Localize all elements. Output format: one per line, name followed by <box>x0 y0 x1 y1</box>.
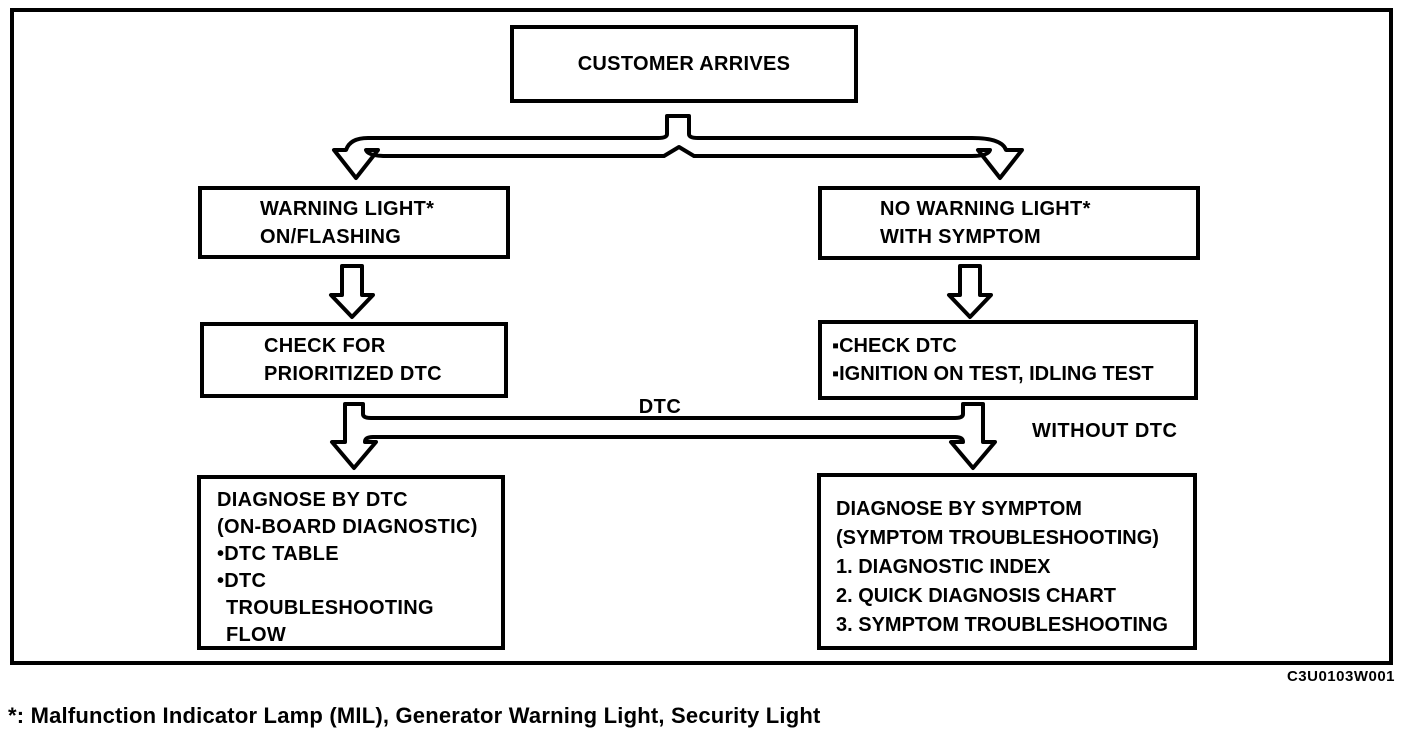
dtc-branch-label: DTC <box>638 396 682 418</box>
check-prioritized-line: CHECK FOR <box>264 335 386 357</box>
no-warning-light-line: NO WARNING LIGHT* <box>880 198 1091 220</box>
check-dtc-line: ▪IGNITION ON TEST, IDLING TEST <box>832 363 1154 385</box>
check-dtc-box: ▪CHECK DTC ▪IGNITION ON TEST, IDLING TES… <box>818 320 1198 400</box>
diagnose-symptom-line: 2. QUICK DIAGNOSIS CHART <box>836 585 1117 607</box>
diagnose-dtc-line: DIAGNOSE BY DTC <box>217 489 408 511</box>
warning-light-line: ON/FLASHING <box>260 225 402 248</box>
no-warning-light-box: NO WARNING LIGHT* WITH SYMPTOM <box>818 186 1200 260</box>
diagnose-dtc-line: •DTC TABLE <box>217 543 339 565</box>
figure-code: C3U0103W001 <box>1286 668 1395 685</box>
down-arrow-right <box>947 264 993 319</box>
flowchart-border <box>10 8 1393 665</box>
diagnose-symptom-line: 1. DIAGNOSTIC INDEX <box>836 556 1051 578</box>
diagnose-symptom-line: DIAGNOSE BY SYMPTOM <box>836 498 1082 520</box>
diagnose-dtc-line: FLOW <box>226 624 287 646</box>
check-prioritized-dtc-box: CHECK FOR PRIORITIZED DTC <box>200 322 508 398</box>
diagnose-symptom-line: (SYMPTOM TROUBLESHOOTING) <box>836 527 1159 549</box>
check-prioritized-line: PRIORITIZED DTC <box>264 363 442 385</box>
without-dtc-branch-label: WITHOUT DTC <box>1032 420 1178 442</box>
customer-arrives-box: CUSTOMER ARRIVES <box>510 25 858 103</box>
down-arrow-left <box>329 264 375 319</box>
customer-arrives-label: CUSTOMER ARRIVES <box>577 53 791 75</box>
diagnose-by-dtc-box: DIAGNOSE BY DTC (ON-BOARD DIAGNOSTIC) •D… <box>197 475 505 650</box>
diagnose-dtc-line: TROUBLESHOOTING <box>226 597 434 619</box>
warning-light-box: WARNING LIGHT* ON/FLASHING <box>198 186 510 259</box>
check-dtc-line: ▪CHECK DTC <box>832 335 957 357</box>
branch-arrow <box>332 114 1024 180</box>
footnote-text: *: Malfunction Indicator Lamp (MIL), Gen… <box>8 703 821 728</box>
warning-light-line: WARNING LIGHT* <box>260 197 435 220</box>
diagnose-dtc-line: •DTC <box>217 570 267 592</box>
diagnose-by-symptom-box: DIAGNOSE BY SYMPTOM (SYMPTOM TROUBLESHOO… <box>817 473 1197 650</box>
dtc-crossbar-arrow <box>330 402 997 470</box>
diagnose-symptom-line: 3. SYMPTOM TROUBLESHOOTING <box>836 614 1168 636</box>
no-warning-light-line: WITH SYMPTOM <box>880 226 1042 248</box>
diagnose-dtc-line: (ON-BOARD DIAGNOSTIC) <box>217 516 478 538</box>
